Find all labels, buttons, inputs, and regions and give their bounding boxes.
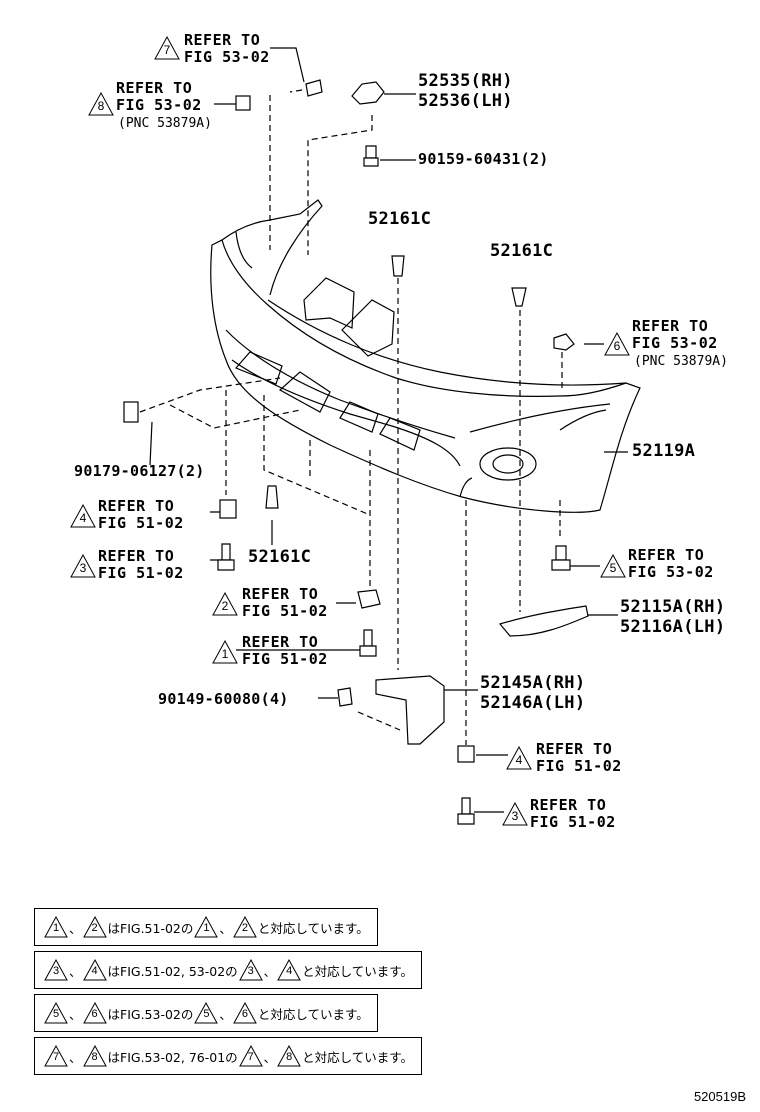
solid-leaders [149,47,628,813]
note-triangle: 2 [82,916,107,938]
note-triangle: 1 [194,916,219,938]
refer-label-4d: FIG 51-02 [536,757,622,775]
part-52535: 52535(RH) [418,71,513,91]
part-52146a: 52146A(LH) [480,693,586,713]
refer-label-6a: REFER TO [632,317,709,335]
dashed-leaders [139,89,563,745]
part-52116a: 52116A(LH) [620,617,726,637]
refer-label-3b: FIG 51-02 [98,564,184,582]
ref-triangle-4-left: 4 [70,504,96,528]
note-triangle: 3 [238,959,263,981]
note-triangle: 5 [44,1002,68,1024]
pnc-label-8: (PNC 53879A) [118,116,212,131]
refer-label-8b: FIG 53-02 [116,96,202,114]
refer-label-1b: FIG 51-02 [242,650,328,668]
refer-label-1a: REFER TO [242,633,319,651]
ref-triangle-6: 6 [604,332,630,356]
bumper-cover-52119a [210,199,641,513]
note-triangle: 7 [238,1045,263,1067]
note-box-1: 1 、 2 はFIG.51-02の 1 、 2 と対応しています。 [34,908,378,946]
refer-label-3d: FIG 51-02 [530,813,616,831]
refer-label-2a: REFER TO [242,585,319,603]
note-triangle: 4 [277,959,302,981]
pnc-label-6: (PNC 53879A) [634,354,728,369]
note-triangle: 6 [233,1002,257,1024]
note-box-4: 7 、 8 はFIG.53-02, 76-01の 7 、 8 と対応しています。 [34,1037,423,1075]
part-52161c-top: 52161C [368,209,432,229]
note-triangle: 8 [277,1045,302,1067]
refer-label-7a: REFER TO [184,31,261,49]
part-52115a: 52115A(RH) [620,597,726,617]
note-triangle: 4 [82,959,107,981]
note-triangle: 5 [194,1002,219,1024]
note-triangle: 7 [44,1045,68,1067]
ref-triangle-4-right: 4 [506,746,532,770]
refer-label-2b: FIG 51-02 [242,602,328,620]
ref-triangle-8: 8 [88,92,114,116]
part-52161c-lower: 52161C [248,547,312,567]
note-triangle: 3 [44,959,68,981]
ref-triangle-3-right: 3 [502,802,528,826]
part-52119a: 52119A [632,441,696,461]
part-52145a: 52145A(RH) [480,673,586,693]
fasteners [123,79,589,825]
refer-label-6b: FIG 53-02 [632,334,718,352]
part-90159: 90159-60431(2) [418,150,549,168]
note-triangle: 8 [82,1045,107,1067]
part-52161c-right: 52161C [490,241,554,261]
part-90149: 90149-60080(4) [158,690,289,708]
refer-label-4b: FIG 51-02 [98,514,184,532]
ref-triangle-5: 5 [600,554,626,578]
refer-label-5a: REFER TO [628,546,705,564]
ref-triangle-1: 1 [212,640,238,664]
ref-triangle-3-left: 3 [70,554,96,578]
illustration-code: 520519B [693,1089,746,1104]
parts-diagram [123,47,641,825]
refer-label-4c: REFER TO [536,740,613,758]
refer-label-3a: REFER TO [98,547,175,565]
note-triangle: 2 [233,916,257,938]
ref-triangle-7: 7 [154,36,180,60]
refer-label-5b: FIG 53-02 [628,563,714,581]
refer-label-7b: FIG 53-02 [184,48,270,66]
refer-label-3c: REFER TO [530,796,607,814]
note-box-2: 3 、 4 はFIG.51-02, 53-02の 3 、 4 と対応しています。 [34,951,423,989]
note-triangle: 1 [44,916,68,938]
part-90179: 90179-06127(2) [74,462,205,480]
refer-label-8a: REFER TO [116,79,193,97]
part-52536: 52536(LH) [418,91,513,111]
ref-triangle-2: 2 [212,592,238,616]
refer-label-4a: REFER TO [98,497,175,515]
note-triangle: 6 [82,1002,107,1024]
note-box-3: 5 、 6 はFIG.53-02の 5 、 6 と対応しています。 [34,994,378,1032]
